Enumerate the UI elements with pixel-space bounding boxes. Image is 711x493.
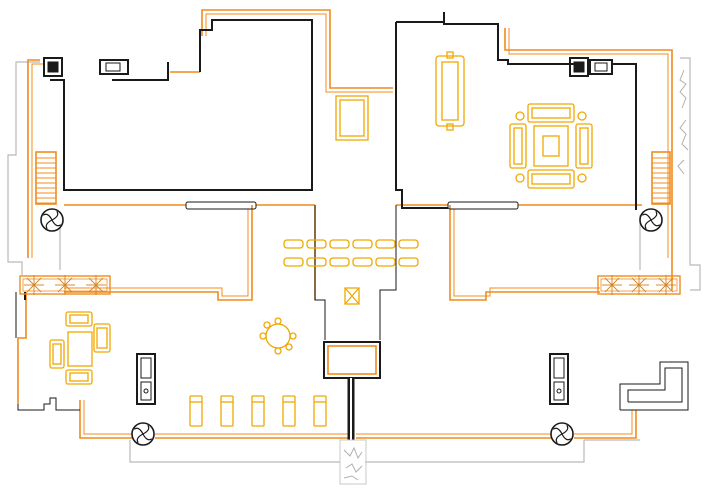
chair-icon xyxy=(282,395,296,427)
seat-icon xyxy=(306,239,327,249)
table-icon xyxy=(259,317,297,355)
window-frame-left xyxy=(43,57,129,77)
central-core xyxy=(314,205,397,441)
lift-icon xyxy=(335,95,369,305)
seat-icon xyxy=(375,239,396,249)
plant-icon xyxy=(339,439,367,485)
seat-icon xyxy=(398,257,419,267)
seating-rows xyxy=(283,239,419,267)
seat-icon xyxy=(306,257,327,267)
table-icon xyxy=(435,51,465,131)
seat-icon xyxy=(283,257,304,267)
terrace-outline xyxy=(15,292,80,411)
seat-icon xyxy=(375,257,396,267)
chair-icon xyxy=(313,395,327,427)
fan-icon xyxy=(40,208,64,232)
seat-icon xyxy=(352,239,373,249)
plant-icon xyxy=(19,275,111,295)
fan-icon xyxy=(131,422,155,446)
structural-walls xyxy=(24,12,689,411)
sofa-icon xyxy=(49,311,111,385)
sofa-icon xyxy=(509,103,593,189)
seat-icon xyxy=(283,239,304,249)
plant-icon xyxy=(677,69,689,175)
outer-wall-outline xyxy=(17,9,673,439)
window-strip xyxy=(185,201,519,210)
chair-icon xyxy=(189,395,327,427)
chair-icon xyxy=(189,395,203,427)
fan-icon xyxy=(639,208,663,232)
seat-icon xyxy=(329,239,350,249)
window-frame-right xyxy=(569,57,613,77)
seat-icon xyxy=(398,239,419,249)
seat-icon xyxy=(352,257,373,267)
plant-icon xyxy=(597,275,681,295)
sink-icon xyxy=(136,353,569,405)
fan-icon xyxy=(550,422,574,446)
chair-icon xyxy=(251,395,265,427)
seat-icon xyxy=(329,257,350,267)
stair-icon xyxy=(35,151,671,205)
chair-icon xyxy=(220,395,234,427)
